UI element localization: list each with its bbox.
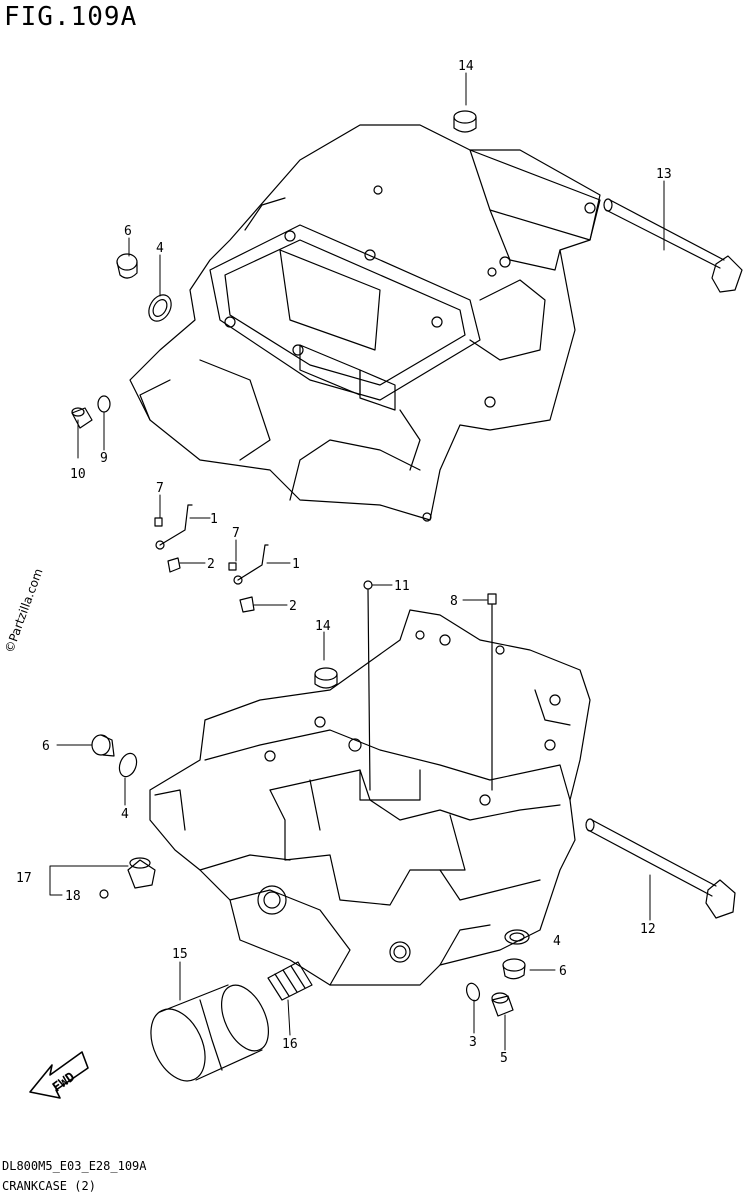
part-13-bolt	[603, 198, 743, 293]
upper-crankcase	[129, 124, 601, 522]
callout-4: 4	[156, 241, 164, 256]
callout-18: 18	[65, 889, 81, 904]
figure-title: FIG.109A	[4, 2, 138, 32]
part-15-oil-filter	[150, 984, 269, 1082]
part-10	[71, 407, 93, 429]
callout-12: 12	[640, 922, 656, 937]
callout-6: 6	[124, 224, 132, 239]
callout-1: 1	[210, 512, 218, 527]
part-6-right	[502, 958, 526, 980]
footer-name: CRANKCASE (2)	[2, 1179, 96, 1193]
callout-2b: 2	[289, 599, 297, 614]
part-16-union	[267, 961, 313, 1001]
callout-3: 3	[469, 1035, 477, 1050]
callout-1b: 1	[292, 557, 300, 572]
part-5	[491, 992, 514, 1017]
callout-10: 10	[70, 467, 86, 482]
callout-6c: 6	[559, 964, 567, 979]
leader-lines	[49, 72, 665, 1051]
part-6-left	[91, 734, 115, 757]
part-8	[487, 593, 497, 791]
fwd-label: FWD	[50, 1070, 78, 1096]
callout-4b: 4	[121, 807, 129, 822]
callout-8: 8	[450, 594, 458, 609]
callout-15: 15	[172, 947, 188, 962]
callout-5: 5	[500, 1051, 508, 1066]
fwd-arrow: FWD	[29, 1051, 89, 1099]
callout-14: 14	[458, 59, 474, 74]
part-14-lower	[314, 667, 338, 689]
part-14-upper	[453, 110, 477, 133]
part-11	[363, 580, 373, 791]
part-4-left	[118, 752, 138, 778]
part-6-upper	[116, 253, 138, 279]
callout-7: 7	[156, 481, 164, 496]
part-oil-jet-right	[228, 544, 269, 613]
part-4-upper	[148, 294, 172, 322]
part-3	[465, 982, 481, 1002]
callout-2: 2	[207, 557, 215, 572]
callout-16: 16	[282, 1037, 298, 1052]
callout-17: 17	[16, 871, 32, 886]
part-9	[97, 395, 111, 413]
lower-crankcase	[149, 609, 591, 986]
callout-6b: 6	[42, 739, 50, 754]
part-4-right	[504, 929, 530, 945]
part-12-bolt	[585, 818, 736, 919]
callout-14b: 14	[315, 619, 331, 634]
callout-7b: 7	[232, 526, 240, 541]
callout-4c: 4	[553, 934, 561, 949]
callout-11: 11	[394, 579, 410, 594]
part-17-switch	[127, 857, 156, 889]
footer-code: DL800M5_E03_E28_109A	[2, 1159, 147, 1173]
part-oil-jet-left	[154, 504, 193, 573]
callout-labels: 14 13 6 4 10 9 7 1 2 7 1 2 11 8 14 6 4 1…	[16, 59, 672, 1066]
callout-13: 13	[656, 167, 672, 182]
part-18-screw	[99, 889, 109, 899]
callout-9: 9	[100, 451, 108, 466]
